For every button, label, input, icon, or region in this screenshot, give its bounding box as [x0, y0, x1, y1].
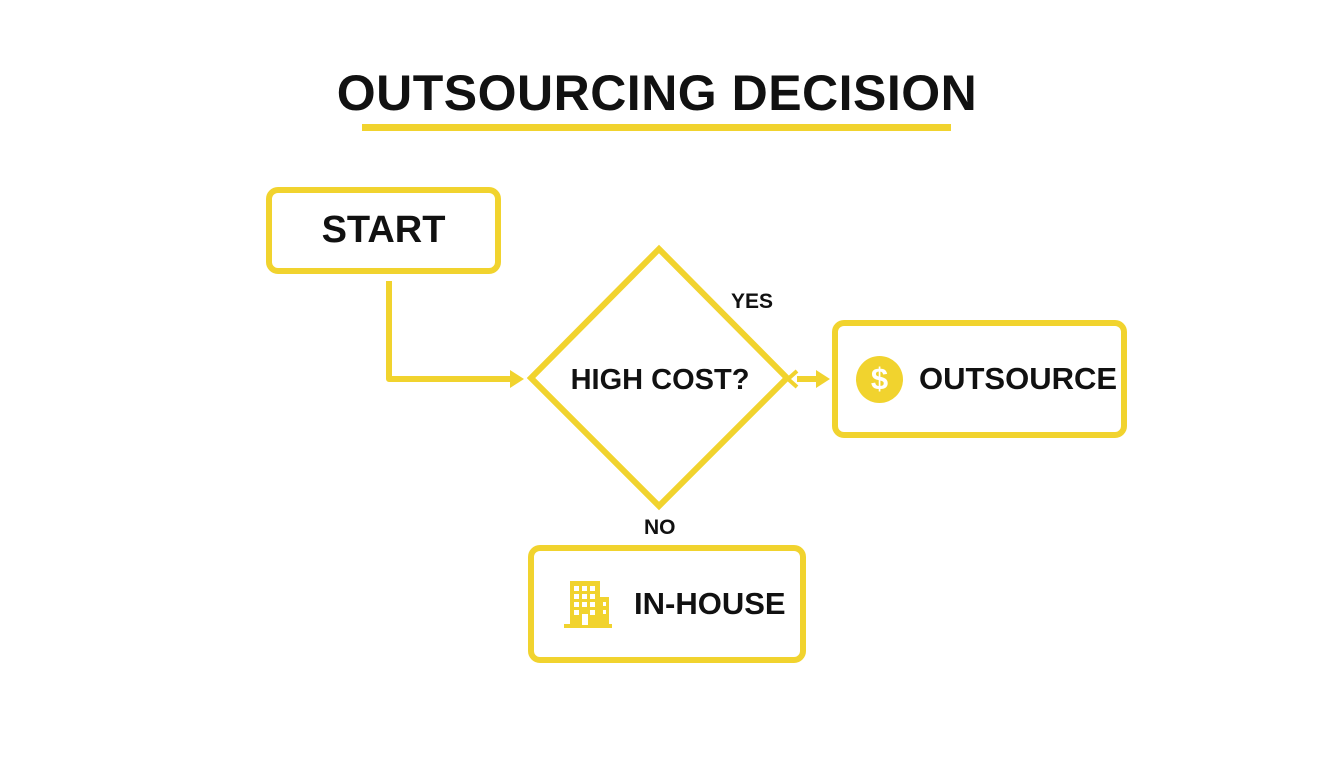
diamond-left-chevron: [784, 369, 799, 389]
decision-to-outsource-arrowhead: [816, 370, 830, 388]
outsource-node: $ OUTSOURCE: [832, 320, 1127, 438]
title-underline: [362, 124, 951, 131]
decision-diamond: [526, 244, 792, 511]
decision-label: HIGH COST?: [570, 364, 750, 396]
start-node: START: [266, 187, 501, 274]
no-edge-label: NO: [644, 516, 676, 539]
inhouse-label: IN-HOUSE: [634, 586, 786, 621]
diagram-title: OUTSOURCING DECISION: [336, 65, 978, 121]
start-label: START: [321, 209, 446, 251]
building-icon: [564, 581, 612, 628]
start-to-decision-arrow: [386, 281, 512, 382]
dollar-coin-icon: $: [856, 355, 903, 403]
yes-edge-label: YES: [731, 290, 774, 313]
outsource-label: OUTSOURCE: [919, 361, 1118, 396]
start-to-decision-arrowhead: [510, 370, 524, 388]
inhouse-node: IN-HOUSE: [528, 545, 806, 663]
